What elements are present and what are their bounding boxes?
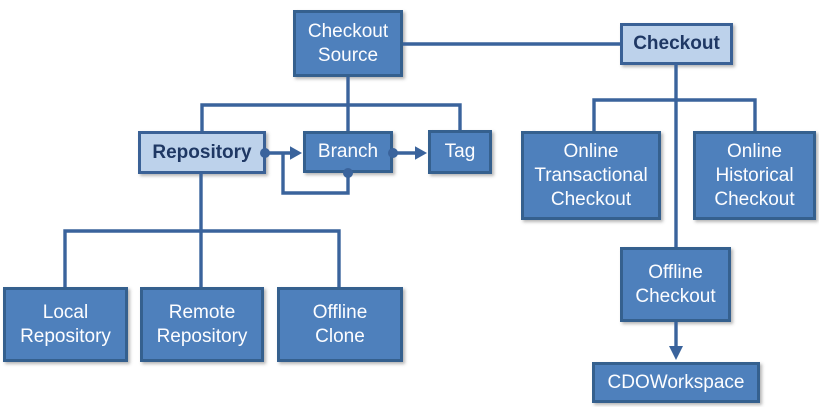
- node-label-line: Online: [563, 140, 619, 162]
- node-label-line: Checkout: [633, 33, 720, 54]
- arrowhead-into-tag: [415, 146, 427, 160]
- node-label-line: Repository: [20, 325, 111, 347]
- node-label-line: Online: [727, 140, 782, 162]
- arrowhead-into-cdoworkspace: [669, 346, 683, 360]
- node-label-line: Remote: [168, 301, 236, 323]
- node-label-line: Historical: [715, 164, 794, 186]
- node-label-line: Transactional: [534, 164, 648, 186]
- node-label-line: Branch: [317, 141, 379, 162]
- node-local-repository: Local Repository: [3, 287, 128, 362]
- node-repository: Repository: [138, 131, 266, 174]
- node-cdo-workspace: CDOWorkspace: [592, 362, 760, 403]
- node-checkout: Checkout: [620, 23, 733, 65]
- node-branch: Branch: [303, 131, 393, 173]
- node-label-line: Tag: [444, 141, 476, 162]
- node-label-line: CDOWorkspace: [607, 371, 745, 393]
- node-label-line: Repository: [156, 325, 248, 347]
- node-label-line: Clone: [315, 325, 365, 347]
- node-label-line: Checkout: [550, 188, 632, 210]
- node-checkout-source: Checkout Source: [293, 10, 403, 77]
- node-label-line: Checkout: [635, 285, 716, 307]
- node-label-line: Offline: [312, 301, 368, 323]
- node-offline-checkout: Offline Checkout: [620, 247, 731, 322]
- node-online-transactional-checkout: Online Transactional Checkout: [521, 131, 661, 220]
- node-label-line: Checkout: [714, 188, 795, 210]
- node-label-line: Checkout: [307, 20, 389, 42]
- node-label-line: Source: [317, 44, 379, 66]
- node-label-line: Local: [42, 301, 89, 323]
- node-tag: Tag: [428, 130, 492, 174]
- node-online-historical-checkout: Online Historical Checkout: [693, 131, 816, 220]
- edge-rail-repository-tag: [200, 103, 462, 131]
- arrowhead-into-branch: [290, 146, 302, 160]
- node-remote-repository: Remote Repository: [140, 287, 264, 362]
- node-label-line: Offline: [648, 261, 703, 283]
- edge-repository-subtree: [63, 173, 341, 287]
- node-offline-clone: Offline Clone: [277, 287, 403, 362]
- node-label-line: Repository: [152, 141, 252, 163]
